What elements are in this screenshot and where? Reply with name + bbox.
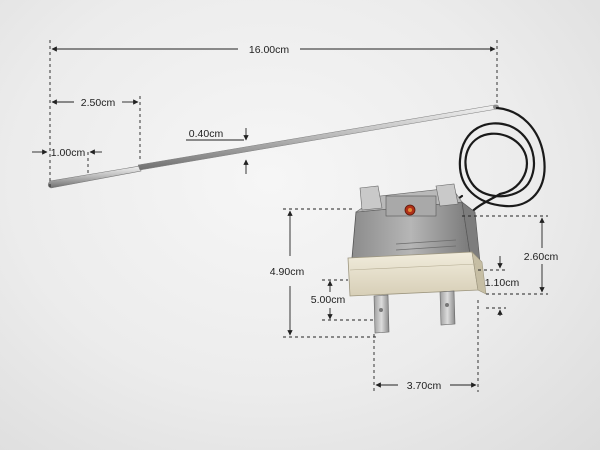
label-probe-tip-length: 2.50cm — [81, 97, 116, 109]
label-terminal-height: 5.00cm — [311, 294, 346, 306]
probe-tip — [47, 165, 142, 189]
label-body-width: 3.70cm — [407, 380, 442, 392]
ceramic-base — [347, 251, 479, 297]
label-probe-tube-diameter: 0.40cm — [189, 128, 224, 140]
label-base-height: 1.10cm — [485, 277, 520, 289]
terminal-left — [373, 294, 390, 334]
label-probe-tip-diameter: 1.00cm — [51, 147, 86, 159]
thermostat-body — [347, 183, 487, 334]
label-probe-total-length: 16.00cm — [249, 44, 290, 56]
mounting-bracket — [359, 185, 383, 211]
label-body-total-height: 4.90cm — [270, 266, 305, 278]
label-body-upper-height: 2.60cm — [524, 251, 559, 263]
capillary-probe — [47, 104, 499, 189]
dimension-labels: 16.00cm 2.50cm 1.00cm 0.40cm 4.90cm 5.00… — [51, 44, 559, 392]
terminal-right — [439, 290, 456, 326]
dimension-lines — [32, 40, 548, 392]
